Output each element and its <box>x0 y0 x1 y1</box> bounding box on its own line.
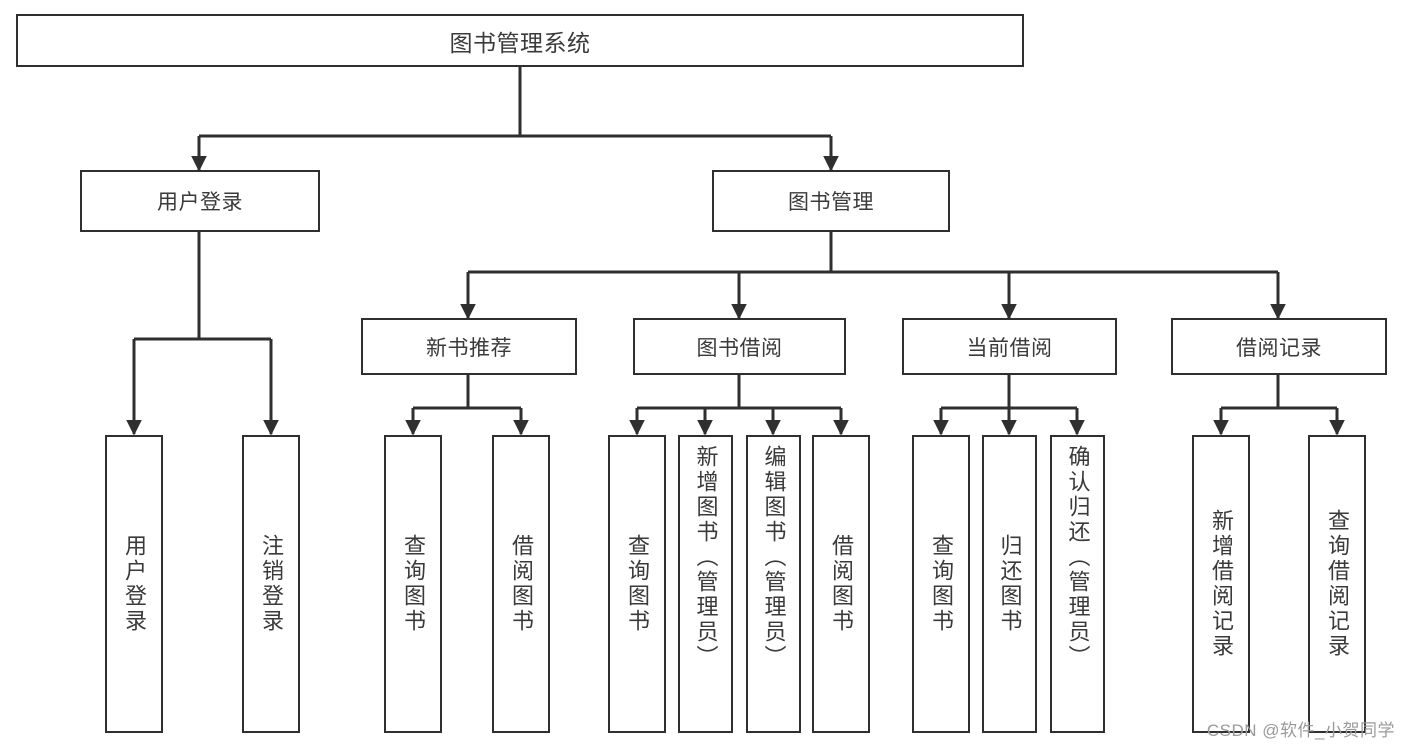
node-label: 图书管理系统 <box>449 29 591 56</box>
leaf-label: 查询图书 <box>400 534 426 634</box>
leaf-query-borrow-record[interactable]: 查询借阅记录 <box>1308 435 1366 733</box>
leaf-label: 确认归还（管理员） <box>1065 445 1091 670</box>
node-book-borrow[interactable]: 图书借阅 <box>633 318 846 375</box>
node-label: 用户登录 <box>157 191 243 214</box>
leaf-label: 新增借阅记录 <box>1208 509 1234 659</box>
watermark: CSDN @软件_小贺同学 <box>1206 721 1395 740</box>
leaf-label: 归还图书 <box>997 534 1023 634</box>
leaf-label: 新增图书（管理员） <box>693 445 719 670</box>
node-label: 当前借阅 <box>966 336 1053 360</box>
leaf-label: 查询借阅记录 <box>1324 509 1350 659</box>
node-label: 图书借阅 <box>696 336 783 360</box>
node-root-system[interactable]: 图书管理系统 <box>16 14 1024 67</box>
leaf-label: 用户登录 <box>121 534 147 634</box>
leaf-label: 借阅图书 <box>508 534 534 634</box>
node-book-management[interactable]: 图书管理 <box>712 170 950 232</box>
node-label: 借阅记录 <box>1236 336 1322 360</box>
leaf-add-book-admin[interactable]: 新增图书（管理员） <box>678 435 733 733</box>
leaf-return-book[interactable]: 归还图书 <box>982 435 1037 733</box>
leaf-user-login[interactable]: 用户登录 <box>105 435 163 733</box>
leaf-label: 查询图书 <box>928 534 954 634</box>
node-label: 新书推荐 <box>426 336 512 360</box>
node-borrow-record[interactable]: 借阅记录 <box>1171 318 1387 375</box>
leaf-add-borrow-record[interactable]: 新增借阅记录 <box>1192 435 1250 733</box>
leaf-query-book-recommend[interactable]: 查询图书 <box>384 435 442 733</box>
leaf-borrow-book-recommend[interactable]: 借阅图书 <box>492 435 550 733</box>
leaf-logout[interactable]: 注销登录 <box>242 435 300 733</box>
leaf-label: 注销登录 <box>258 534 284 634</box>
leaf-borrow-book[interactable]: 借阅图书 <box>812 435 870 733</box>
node-user-login[interactable]: 用户登录 <box>80 170 320 232</box>
node-new-book-recommend[interactable]: 新书推荐 <box>361 318 577 375</box>
leaf-label: 查询图书 <box>624 534 650 634</box>
node-current-borrow[interactable]: 当前借阅 <box>902 318 1117 375</box>
leaf-edit-book-admin[interactable]: 编辑图书（管理员） <box>746 435 801 733</box>
leaf-confirm-return-admin[interactable]: 确认归还（管理员） <box>1050 435 1105 733</box>
node-label: 图书管理 <box>788 191 874 214</box>
leaf-query-book-current[interactable]: 查询图书 <box>912 435 970 733</box>
leaf-label: 借阅图书 <box>828 534 854 634</box>
leaf-query-book-borrow[interactable]: 查询图书 <box>608 435 666 733</box>
leaf-label: 编辑图书（管理员） <box>761 445 787 670</box>
